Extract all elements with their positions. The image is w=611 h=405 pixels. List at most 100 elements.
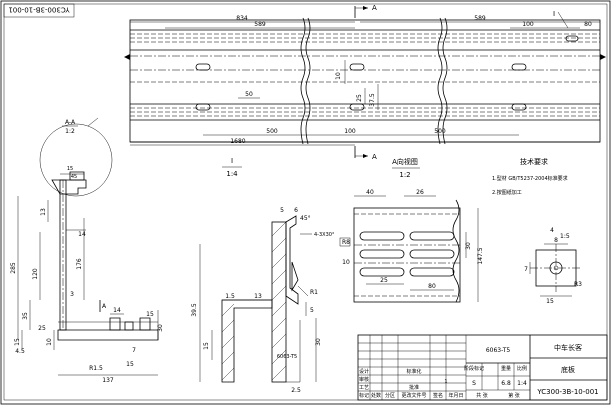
count: 1 xyxy=(444,379,447,385)
tb-col-label: 共 张 xyxy=(476,392,488,399)
dim-100-bottom: 100 xyxy=(344,128,356,135)
dim-10: 10 xyxy=(335,72,342,80)
dim-1-5: 1.5 xyxy=(225,293,235,300)
view-A-title: A向视图 xyxy=(392,157,418,166)
view-A-outline xyxy=(353,207,461,303)
radius-3: R3 xyxy=(574,281,582,288)
dim-7: 7 xyxy=(132,347,136,354)
tb-label: 签名 xyxy=(433,392,443,399)
dim-176: 176 xyxy=(76,258,83,270)
dim-834: 834 xyxy=(236,15,248,22)
tb-label: 年月日 xyxy=(448,392,463,399)
dim-40: 40 xyxy=(366,189,374,196)
dim-500-left: 500 xyxy=(266,128,278,135)
dim-3: 3 xyxy=(70,291,74,298)
tb-label: 工艺 xyxy=(359,385,369,391)
section-mark-small: A xyxy=(102,303,107,310)
dim-39-5: 39.5 xyxy=(191,303,198,317)
tech-req-item: 2.按图纸加工 xyxy=(492,189,522,196)
dim-26: 26 xyxy=(416,189,424,196)
section-AA-scale: 1:2 xyxy=(65,128,75,135)
detail-I-title: I xyxy=(231,157,233,165)
sheet-mark: S xyxy=(472,380,476,387)
dim-5b: 5 xyxy=(310,307,314,314)
view-A-scale: 1:2 xyxy=(399,171,410,179)
slot-hole xyxy=(409,231,455,241)
part-name: 底板 xyxy=(561,365,575,374)
dim-15d: 15 xyxy=(126,361,134,368)
section-mark-bottom: A xyxy=(372,153,377,161)
tb-label: 分区 xyxy=(385,392,395,399)
dim-285: 285 xyxy=(10,262,17,274)
dim-80: 80 xyxy=(428,283,436,290)
dim-45: 45 xyxy=(71,174,77,180)
tb-label: 批准 xyxy=(409,384,419,391)
dim-30: 30 xyxy=(315,338,322,346)
tb-col-label: 重量 xyxy=(501,365,511,372)
arrow-icon xyxy=(124,54,130,60)
dim-37-5: 37.5 xyxy=(369,93,376,107)
dim-120: 120 xyxy=(32,268,39,280)
break-line xyxy=(442,17,448,145)
dim-10: 10 xyxy=(46,338,53,346)
break-line xyxy=(305,17,311,145)
tech-req-item: 1.型材 GB/T5237-2004标准要求 xyxy=(492,175,568,182)
dim-5: 5 xyxy=(280,207,284,214)
title-block: 标记 处数 分区 更改文件号 签名 年月日 设计 审核 工艺 标准化 批准 60… xyxy=(357,334,608,401)
scale: 1:4 xyxy=(517,380,527,387)
dim-14: 14 xyxy=(78,231,86,238)
break-line xyxy=(437,17,443,145)
break-line xyxy=(300,17,306,145)
dim-4-5: 4.5 xyxy=(15,348,25,355)
detail-I-label: I 1:4 xyxy=(222,157,242,178)
dim-15a: 15 xyxy=(67,166,73,172)
radius-1-5: R1.5 xyxy=(89,365,103,372)
material: 6063-T5 xyxy=(486,347,511,354)
angle-45: 45° xyxy=(300,215,311,222)
tb-label: 标准化 xyxy=(406,368,421,375)
radius-1: R1 xyxy=(310,289,318,296)
dim-30: 30 xyxy=(465,242,472,250)
main-view: 834 589 589 100 80 I A A 10 25 37.5 50 1… xyxy=(124,4,606,161)
slot-hole xyxy=(359,267,405,277)
tb-col-label: 比例 xyxy=(517,365,527,372)
company-name: 中车长客 xyxy=(554,343,582,352)
weight: 6.8 xyxy=(501,380,511,387)
dim-137: 137 xyxy=(102,377,114,384)
detail-small-label: 4 xyxy=(550,227,554,234)
dim-15c: 15 xyxy=(146,311,154,318)
detail-I-scale: 1:4 xyxy=(226,170,238,178)
slot-hole xyxy=(195,103,211,111)
tb-label: 审核 xyxy=(359,376,369,383)
detail-small: 4 1:5 8 7 15 R3 xyxy=(524,227,582,305)
slot-hole xyxy=(349,103,365,111)
dim-1680: 1680 xyxy=(230,138,245,145)
dim-100: 100 xyxy=(522,21,534,28)
slot-hole xyxy=(195,63,211,71)
detail-circle xyxy=(39,123,113,197)
dim-25: 25 xyxy=(38,325,46,332)
dim-50: 50 xyxy=(245,91,253,98)
slot-hole xyxy=(359,249,405,259)
dim-80: 80 xyxy=(584,21,592,28)
dim-2-5: 2.5 xyxy=(291,387,301,394)
tb-label: 标记 xyxy=(359,392,369,399)
tech-requirements: 技术要求 1.型材 GB/T5237-2004标准要求 2.按图纸加工 xyxy=(492,157,568,196)
drawing-border xyxy=(3,3,608,401)
detail-D: 5 6 45° 4-3X30° 39.5 1.5 13 R1 5 15 30 2… xyxy=(191,207,335,394)
dim-15: 15 xyxy=(203,342,210,350)
dim-500-right: 500 xyxy=(434,128,446,135)
dim-147-5: 147.5 xyxy=(477,247,484,264)
slot-hole xyxy=(349,63,365,71)
tb-label: 处数 xyxy=(371,392,381,399)
dim-589-left: 589 xyxy=(254,21,266,28)
tb-col-label: 第 张 xyxy=(508,392,520,399)
section-AA: A-A 1:2 285 120 176 13 35 15 4.5 10 25 xyxy=(10,117,164,384)
drawing-number: YC300-3B-10-001 xyxy=(536,388,598,396)
corner-stamp: YC300-3B-10-001 xyxy=(8,6,70,14)
dim-6: 6 xyxy=(294,207,298,214)
dim-35: 35 xyxy=(22,312,29,320)
dim-13: 13 xyxy=(254,293,262,300)
dim-7: 7 xyxy=(524,266,528,273)
dim-8: 8 xyxy=(554,237,558,244)
